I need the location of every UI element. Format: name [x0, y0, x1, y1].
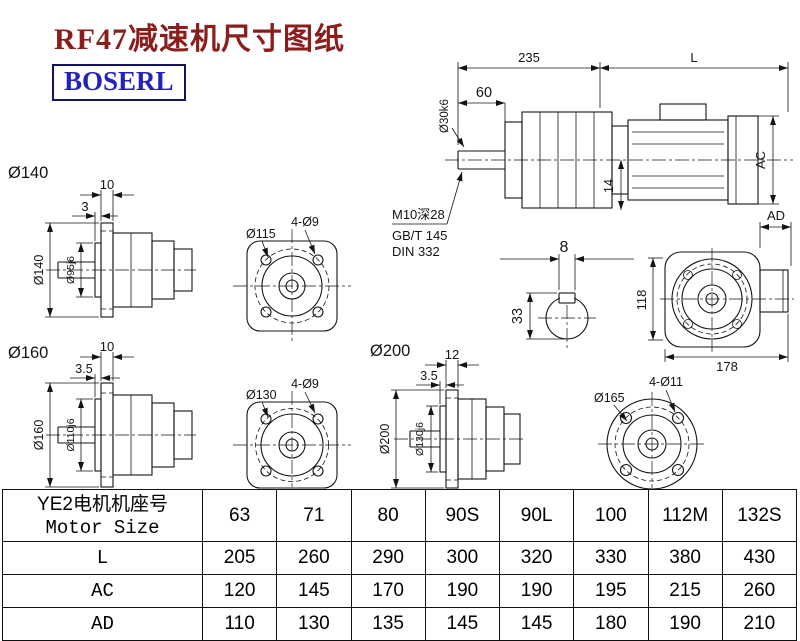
- table-cell: 215: [647, 574, 723, 608]
- flange200-side-view: 12 3.5 Ø200 Ø130j6: [378, 347, 526, 489]
- table-row-AC: AC 120 145 170 190 190 195 215 260: [2, 574, 798, 608]
- standard-note-gbt: GB/T 145: [392, 228, 447, 243]
- motor-size-header-cell: YE2电机机座号 Motor Size: [2, 489, 203, 542]
- dim-3-5: 3.5: [75, 362, 92, 376]
- table-cell: 210: [721, 607, 798, 641]
- table-cell: 380: [647, 541, 723, 575]
- frame-size-column-header: 63: [201, 489, 278, 542]
- dim-8: 8: [560, 239, 569, 256]
- dim-235: 235: [518, 50, 540, 65]
- row-label-L: L: [2, 541, 203, 575]
- dim-10: 10: [100, 177, 114, 192]
- holes-label-4x9: 4-Ø9: [291, 377, 319, 391]
- table-header-row: YE2电机机座号 Motor Size 63 71 80 90S 90L 100…: [2, 489, 798, 542]
- dim-14: 14: [602, 179, 616, 193]
- view-title-140: Ø140: [8, 164, 48, 182]
- dim-L: L: [690, 50, 697, 65]
- motor-dimension-table: YE2电机机座号 Motor Size 63 71 80 90S 90L 100…: [2, 489, 798, 641]
- table-cell: 430: [721, 541, 798, 575]
- table-cell: 205: [201, 541, 278, 575]
- holes-label-4x9: 4-Ø9: [291, 215, 319, 229]
- flange160-side-view: 10 3.5 Ø160 Ø110j6: [32, 339, 196, 488]
- dim-flange-200: Ø200: [378, 424, 392, 455]
- dim-118: 118: [634, 290, 649, 311]
- table-cell: 145: [276, 574, 352, 608]
- table-cell: 320: [498, 541, 575, 575]
- table-cell: 180: [573, 607, 649, 641]
- dim-33: 33: [510, 308, 526, 324]
- table-cell: 110: [201, 607, 278, 641]
- table-cell: 330: [573, 541, 649, 575]
- motor-size-header-cn: YE2电机机座号: [37, 493, 168, 515]
- holes-label-4x11: 4-Ø11: [649, 375, 683, 389]
- motor-size-header-en: Motor Size: [45, 516, 160, 539]
- frame-size-column-header: 112M: [647, 489, 723, 542]
- view-title-160: Ø160: [8, 344, 48, 362]
- dim-flange-160: Ø160: [32, 420, 46, 451]
- table-row-AD: AD 110 130 135 145 145 180 190 210: [2, 607, 798, 641]
- table-cell: 145: [498, 607, 575, 641]
- table-cell: 145: [424, 607, 501, 641]
- shaft-diameter-label: Ø30k6: [439, 99, 451, 133]
- gearmotor-side-view: 235 L 60 Ø30k6 AC 14 M10深28 GB/T 145 DIN…: [392, 50, 793, 259]
- table-cell: 135: [350, 607, 426, 641]
- frame-size-column-header: 80: [350, 489, 426, 542]
- table-cell: 260: [276, 541, 352, 575]
- flange140-side-view: 10 3 Ø140 Ø95j6: [32, 177, 196, 318]
- dim-60: 60: [476, 85, 492, 101]
- dim-3: 3: [81, 199, 88, 214]
- bolt-circle-label-130: Ø130: [246, 388, 277, 402]
- frame-size-column-header: 132S: [721, 489, 798, 542]
- frame-size-column-header: 90S: [424, 489, 501, 542]
- table-cell: 120: [201, 574, 278, 608]
- table-cell: 195: [573, 574, 649, 608]
- dim-AC: AC: [753, 151, 768, 169]
- table-cell: 300: [424, 541, 501, 575]
- dim-178: 178: [716, 359, 738, 374]
- row-label-AD: AD: [2, 607, 203, 641]
- frame-size-column-header: 90L: [498, 489, 575, 542]
- dim-10: 10: [100, 339, 114, 354]
- dim-3-5: 3.5: [420, 369, 437, 383]
- page-title: RF47减速机尺寸图纸: [54, 23, 345, 56]
- table-cell: 290: [350, 541, 426, 575]
- table-cell: 170: [350, 574, 426, 608]
- dim-flange-140: Ø140: [32, 255, 46, 286]
- standard-note-din: DIN 332: [392, 244, 440, 259]
- table-cell: 190: [498, 574, 575, 608]
- table-cell: 190: [647, 607, 723, 641]
- dim-pilot-130: Ø130j6: [414, 422, 426, 456]
- flange200-front-view: 4-Ø11 Ø165: [594, 375, 706, 490]
- table-cell: 260: [721, 574, 798, 608]
- thread-note: M10深28: [392, 207, 445, 222]
- dim-AD: AD: [767, 208, 785, 223]
- table-cell: 190: [424, 574, 501, 608]
- table-row-L: L 205 260 290 300 320 330 380 430: [2, 541, 798, 575]
- flange140-front-view: 4-Ø9 Ø115: [233, 215, 351, 343]
- frame-size-column-header: 100: [573, 489, 649, 542]
- dim-pilot-95: Ø95j6: [65, 256, 77, 284]
- bolt-circle-label-165: Ø165: [594, 391, 625, 405]
- technical-drawing: 235 L 60 Ø30k6 AC 14 M10深28 GB/T 145 DIN…: [8, 50, 794, 490]
- frame-size-column-header: 71: [276, 489, 352, 542]
- flange160-front-view: 4-Ø9 Ø130: [233, 377, 351, 489]
- motor-rear-view: 118 178 AD: [634, 208, 794, 374]
- dim-12: 12: [445, 347, 459, 362]
- dim-pilot-110: Ø110j6: [65, 418, 77, 451]
- table-cell: 130: [276, 607, 352, 641]
- bolt-circle-label-115: Ø115: [246, 227, 276, 241]
- brand-logo: BOSERL: [52, 64, 186, 101]
- shaft-keyway-section: 8 33: [500, 239, 634, 348]
- row-label-AC: AC: [2, 574, 203, 608]
- view-title-200: Ø200: [370, 342, 410, 360]
